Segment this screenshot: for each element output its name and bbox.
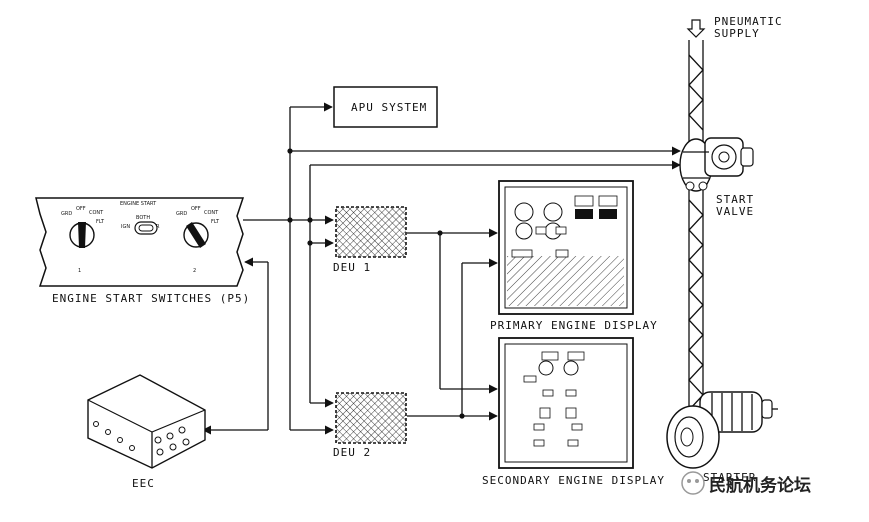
engine-1-start-switch[interactable] <box>69 222 95 248</box>
left-pos-grd: GRD <box>61 211 72 217</box>
secondary-engine-display-label: SECONDARY ENGINE DISPLAY <box>482 474 665 487</box>
start-valve-label: START <box>716 193 754 206</box>
deu-1-box <box>335 206 407 258</box>
starter-icon <box>666 391 778 469</box>
switch-1-label: 1 <box>78 268 81 274</box>
left-pos-off: OFF <box>76 206 86 212</box>
watermark-text: 民航机务论坛 <box>709 475 811 496</box>
ign-both-label: BOTH <box>136 215 150 221</box>
engine-2-start-switch[interactable] <box>183 222 209 248</box>
ign-ign-label: IGN <box>121 224 130 230</box>
deu-1-label: DEU 1 <box>333 261 371 274</box>
apu-system-label: APU SYSTEM <box>351 101 427 114</box>
watermark-icon <box>681 471 705 495</box>
left-pos-cont: CONT <box>89 210 104 216</box>
apu-system-box <box>333 86 438 128</box>
start-valve-label-2: VALVE <box>716 205 754 218</box>
engine-start-switch-panel: ENGINE START GRD OFF CONT FLT 1 BOTH IGN… <box>35 197 245 287</box>
start-valve-icon <box>679 137 754 192</box>
panel-title: ENGINE START <box>120 201 157 207</box>
ign-r-label: R <box>156 224 160 230</box>
pneumatic-supply-label: PNEUMATIC <box>714 15 783 28</box>
junction-dots <box>287 148 465 419</box>
right-pos-off: OFF <box>191 206 201 212</box>
switch-2-label: 2 <box>193 268 196 274</box>
signal-lines <box>202 102 681 435</box>
deu-2-box <box>335 392 407 444</box>
secondary-engine-display <box>498 337 634 469</box>
engine-start-switches-label: ENGINE START SWITCHES (P5) <box>52 292 250 305</box>
eec-label: EEC <box>132 477 155 490</box>
right-pos-grd: GRD <box>176 211 187 217</box>
eec-unit-icon <box>87 374 206 469</box>
right-pos-flt: FLT <box>211 219 220 225</box>
left-pos-flt: FLT <box>96 219 105 225</box>
primary-engine-display <box>498 180 634 315</box>
pneumatic-supply-label-2: SUPPLY <box>714 27 760 40</box>
pneumatic-duct <box>688 40 704 420</box>
primary-engine-display-label: PRIMARY ENGINE DISPLAY <box>490 319 658 332</box>
right-pos-cont: CONT <box>204 210 219 216</box>
ignition-select-switch[interactable] <box>134 221 158 235</box>
deu-2-label: DEU 2 <box>333 446 371 459</box>
pneumatic-supply-arrow-icon <box>686 19 706 38</box>
starter-label: STARTER <box>703 471 756 484</box>
